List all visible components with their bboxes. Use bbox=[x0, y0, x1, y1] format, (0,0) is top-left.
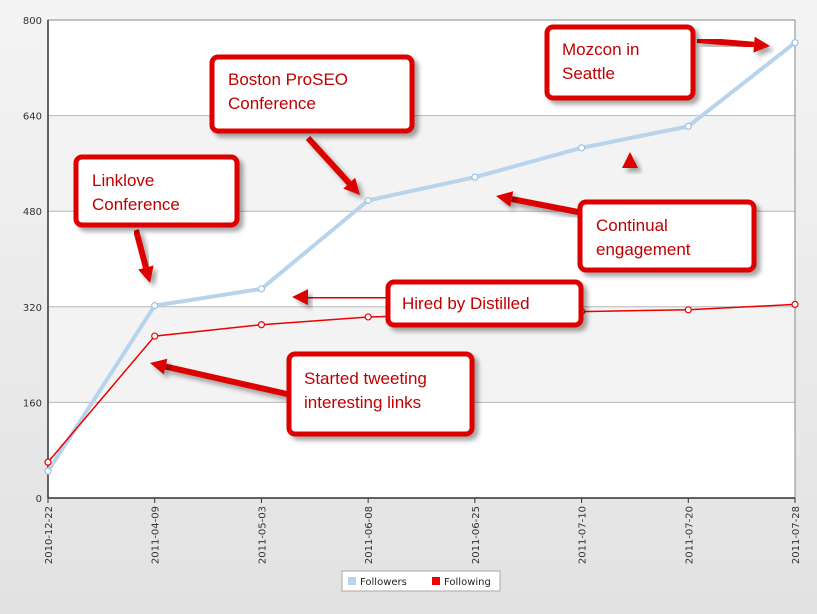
callout-box bbox=[73, 154, 240, 228]
legend-box bbox=[341, 570, 501, 592]
data-point-following bbox=[151, 332, 159, 340]
annotation-callout: Boston ProSEO Conference bbox=[209, 54, 415, 134]
annotation-arrow bbox=[511, 196, 579, 215]
y-tick-label: 160 bbox=[23, 398, 42, 409]
callout-text: Started tweeting bbox=[304, 369, 427, 388]
annotation-arrowhead bbox=[292, 289, 309, 306]
annotation-callout: Started tweeting interesting links bbox=[286, 351, 475, 437]
y-tick-label: 480 bbox=[23, 207, 42, 218]
legend-label: Following bbox=[444, 577, 491, 588]
data-point-following bbox=[257, 321, 266, 329]
annotation-callout: Hired by Distilled bbox=[385, 279, 584, 328]
callout-box bbox=[385, 279, 584, 328]
x-tick-label: 2011-07-28 bbox=[791, 506, 802, 564]
data-point-followers bbox=[257, 285, 266, 293]
callout-text: Linklove bbox=[92, 171, 154, 190]
y-tick-label: 320 bbox=[23, 303, 42, 314]
x-tick-label: 2011-05-03 bbox=[257, 506, 268, 564]
annotation-arrow bbox=[164, 363, 288, 397]
callout-box bbox=[286, 351, 475, 437]
x-tick-label: 2011-06-08 bbox=[364, 506, 375, 564]
data-point-following bbox=[684, 306, 692, 314]
data-point-followers bbox=[577, 144, 586, 152]
callout-box bbox=[577, 199, 757, 273]
callout-box bbox=[544, 24, 696, 101]
series-line-followers bbox=[46, 41, 797, 473]
legend-swatch bbox=[348, 577, 356, 585]
data-point-followers bbox=[151, 302, 159, 310]
callout-text: Seattle bbox=[562, 64, 615, 83]
data-point-following bbox=[364, 313, 372, 321]
annotation-arrowhead bbox=[150, 358, 168, 375]
callout-box bbox=[209, 54, 415, 134]
y-tick-label: 0 bbox=[36, 494, 42, 505]
data-point-following bbox=[791, 300, 799, 309]
annotation-arrow bbox=[307, 294, 387, 301]
annotation-arrow bbox=[133, 229, 149, 269]
x-tick-label: 2011-06-25 bbox=[471, 506, 482, 564]
annotation-callout: Mozcon in Seattle bbox=[544, 24, 696, 101]
annotation-arrowhead bbox=[622, 152, 638, 168]
x-tick-label: 2011-04-09 bbox=[151, 506, 162, 564]
annotation-arrow bbox=[305, 135, 352, 186]
annotation-arrowhead bbox=[753, 36, 770, 53]
data-point-followers bbox=[44, 467, 52, 475]
legend-label: Followers bbox=[360, 577, 407, 588]
callout-text: Conference bbox=[92, 195, 180, 214]
annotation-callout: Continual engagement bbox=[577, 199, 757, 273]
data-point-followers bbox=[684, 122, 692, 130]
callout-text: Conference bbox=[228, 94, 316, 113]
callout-text: Hired by Distilled bbox=[402, 294, 530, 313]
y-tick-label: 800 bbox=[23, 16, 42, 27]
data-point-followers bbox=[791, 39, 799, 47]
x-tick-label: 2011-07-20 bbox=[684, 506, 695, 564]
x-tick-label: 2010-12-22 bbox=[44, 506, 55, 564]
callout-text: Continual bbox=[596, 216, 668, 235]
annotation-arrowhead bbox=[496, 191, 514, 207]
callout-text: interesting links bbox=[304, 393, 421, 412]
callout-text: Boston ProSEO bbox=[228, 70, 348, 89]
annotation-arrowhead bbox=[343, 177, 360, 195]
data-point-followers bbox=[364, 196, 372, 205]
annotation-arrow bbox=[696, 37, 755, 48]
callout-text: engagement bbox=[596, 240, 691, 259]
annotation-arrowhead bbox=[138, 265, 154, 283]
legend-swatch bbox=[432, 577, 440, 585]
x-tick-label: 2011-07-10 bbox=[578, 506, 589, 564]
callout-text: Mozcon in bbox=[562, 40, 639, 59]
y-tick-label: 640 bbox=[23, 112, 42, 123]
data-point-following bbox=[44, 458, 52, 466]
data-point-followers bbox=[471, 173, 479, 181]
